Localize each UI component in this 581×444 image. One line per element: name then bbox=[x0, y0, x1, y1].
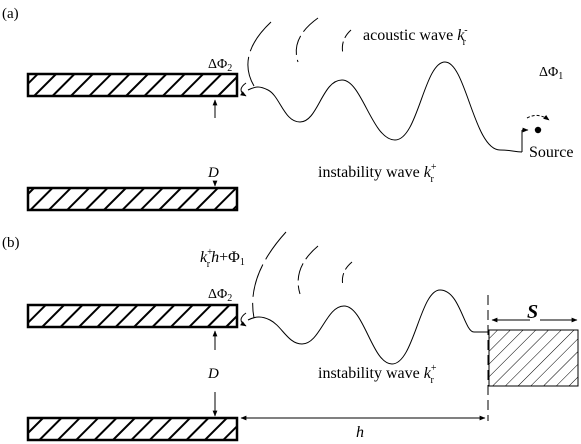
delta-phi2-label-b: ΔΦ2 bbox=[208, 287, 232, 304]
source-phase-arc bbox=[526, 114, 550, 121]
delta-phi1-label: ΔΦ1 bbox=[539, 65, 563, 82]
source-label: Source bbox=[529, 144, 573, 161]
lower-plate-a bbox=[26, 186, 239, 212]
acoustic-arc-3-a bbox=[341, 29, 352, 55]
source-dot bbox=[534, 126, 542, 134]
hatched-step bbox=[488, 329, 579, 387]
step-width-label: S bbox=[527, 301, 538, 323]
phase-arc-a bbox=[240, 82, 247, 97]
gap-label-a: D bbox=[207, 165, 219, 181]
acoustic-arc-1-b bbox=[252, 231, 287, 319]
panel-b-label: (b) bbox=[2, 235, 20, 251]
gap-label-b: D bbox=[207, 366, 219, 382]
acoustic-arc-3-b bbox=[341, 261, 353, 287]
instability-wave-b bbox=[247, 289, 488, 365]
upper-plate-a bbox=[26, 72, 239, 98]
lower-plate-b bbox=[26, 416, 239, 442]
instability-wave-a bbox=[247, 61, 523, 153]
upper-plate-b bbox=[26, 303, 239, 329]
acoustic-wave-label: acoustic wave k-r bbox=[363, 25, 468, 48]
phase-arc-b bbox=[240, 312, 247, 327]
instability-wave-label-a: instability wave k+r bbox=[318, 162, 437, 185]
delta-phi2-label-a: ΔΦ2 bbox=[208, 57, 232, 74]
panel-a-label: (a) bbox=[2, 6, 19, 22]
instability-wave-label-b: instability wave k+r bbox=[318, 363, 437, 386]
acoustic-arc-2-b bbox=[297, 245, 319, 295]
acoustic-arc-1-a bbox=[247, 21, 272, 87]
distance-label: h bbox=[356, 424, 364, 441]
phase-sum-label: k+rh+Φ1 bbox=[200, 247, 245, 270]
acoustic-arc-2-a bbox=[295, 17, 319, 63]
